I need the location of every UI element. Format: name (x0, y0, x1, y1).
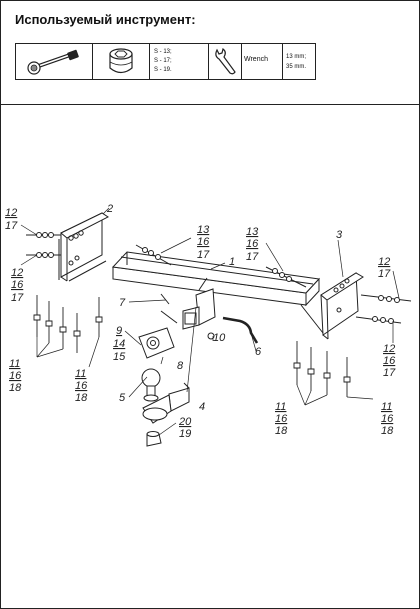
left-vertical-bolts (34, 295, 102, 353)
wrench-label: Wrench (244, 56, 268, 63)
callout-left-top-17: 17 (5, 220, 18, 232)
callout-19: 19 (179, 428, 191, 440)
crossbar-top-bolts (136, 245, 306, 287)
callout-left-bolt-16: 16 (9, 370, 22, 382)
callout-20: 20 (178, 416, 192, 428)
callout-right-12: 12 (378, 256, 390, 268)
callout-7: 7 (119, 297, 126, 309)
callout-right-bolt-11: 11 (275, 401, 286, 413)
leader-lines (21, 208, 399, 435)
right-vertical-bolts (294, 341, 350, 397)
socket-sizes-cell: S - 13; S - 17; S - 19. (150, 44, 209, 79)
callout-right-top-16: 16 (246, 238, 259, 250)
callout-5: 5 (119, 392, 126, 404)
left-top-bolts (26, 233, 61, 258)
callout-right-bolt-16: 16 (275, 413, 288, 425)
callout-left-mid-12: 12 (11, 267, 23, 279)
callout-right-low-17: 17 (383, 367, 396, 379)
callouts: 1 2 3 4 5 6 7 8 9 14 15 10 12 17 12 16 1… (5, 203, 396, 440)
socket-size-3: S - 19. (154, 67, 172, 73)
callout-right-low-16: 16 (383, 355, 396, 367)
callout-right-bolt2-16: 16 (381, 413, 394, 425)
callout-8: 8 (177, 360, 184, 372)
callout-left-bolt2-11: 11 (75, 368, 86, 380)
callout-left-bolt-11: 11 (9, 358, 20, 370)
wrench-icon (213, 47, 237, 77)
wrench-cell (209, 44, 242, 79)
wrench-label-cell: Wrench (242, 44, 283, 79)
callout-left-mid-16: 16 (11, 279, 24, 291)
tow-ball-nut (147, 432, 161, 447)
hitch-pin (223, 318, 257, 343)
callout-14: 14 (113, 338, 125, 350)
callout-left-top-12: 12 (5, 207, 17, 219)
callout-4: 4 (199, 401, 205, 413)
left-bracket (59, 213, 108, 281)
main-crossbar (113, 252, 319, 305)
wrench-size-2: 35 mm. (286, 64, 307, 70)
tools-section: Используемый инструмент: (1, 1, 419, 105)
callout-right-bolt-18: 18 (275, 425, 288, 437)
receiver-tube (183, 278, 215, 329)
clevis (139, 294, 177, 358)
exploded-assembly-diagram: 1 2 3 4 5 6 7 8 9 14 15 10 12 17 12 16 1… (5, 203, 419, 608)
callout-top-13: 13 (197, 224, 210, 236)
callout-right-low-12: 12 (383, 343, 395, 355)
callout-10: 10 (213, 332, 226, 344)
callout-right-top-17: 17 (246, 251, 259, 263)
socket-head-icon (105, 47, 137, 77)
tow-ball (142, 369, 160, 401)
callout-6: 6 (255, 346, 262, 358)
tools-table: S - 13; S - 17; S - 19. Wrench 13 mm; 35… (15, 43, 316, 80)
callout-1: 1 (229, 256, 235, 268)
callout-9: 9 (116, 325, 122, 337)
ratchet-cell (16, 44, 93, 79)
ball-mount (143, 383, 189, 423)
callout-left-mid-17: 17 (11, 292, 24, 304)
callout-left-bolt2-18: 18 (75, 392, 88, 404)
callout-right-bolt2-11: 11 (381, 401, 392, 413)
right-bracket (301, 273, 363, 339)
socket-sizes: S - 13; S - 17; S - 19. (154, 48, 172, 75)
callout-2: 2 (106, 203, 113, 215)
callout-left-bolt-18: 18 (9, 382, 22, 394)
ratchet-icon (26, 49, 79, 75)
callout-right-top-13: 13 (246, 226, 259, 238)
socket-size-1: S - 13; (154, 49, 172, 55)
wrench-sizes: 13 mm; 35 mm. (286, 52, 306, 72)
callout-left-bolt2-16: 16 (75, 380, 88, 392)
right-side-bolts (356, 295, 411, 324)
tools-title: Используемый инструмент: (15, 12, 196, 27)
wrench-sizes-cell: 13 mm; 35 mm. (283, 44, 315, 79)
wrench-size-1: 13 mm; (286, 54, 307, 60)
callout-3: 3 (336, 229, 343, 241)
callout-top-17: 17 (197, 249, 210, 261)
socket-size-2: S - 17; (154, 58, 172, 64)
callout-15: 15 (113, 351, 126, 363)
callout-top-16: 16 (197, 236, 210, 248)
callout-right-17: 17 (378, 268, 391, 280)
callout-right-bolt2-18: 18 (381, 425, 394, 437)
socket-cell (93, 44, 150, 79)
